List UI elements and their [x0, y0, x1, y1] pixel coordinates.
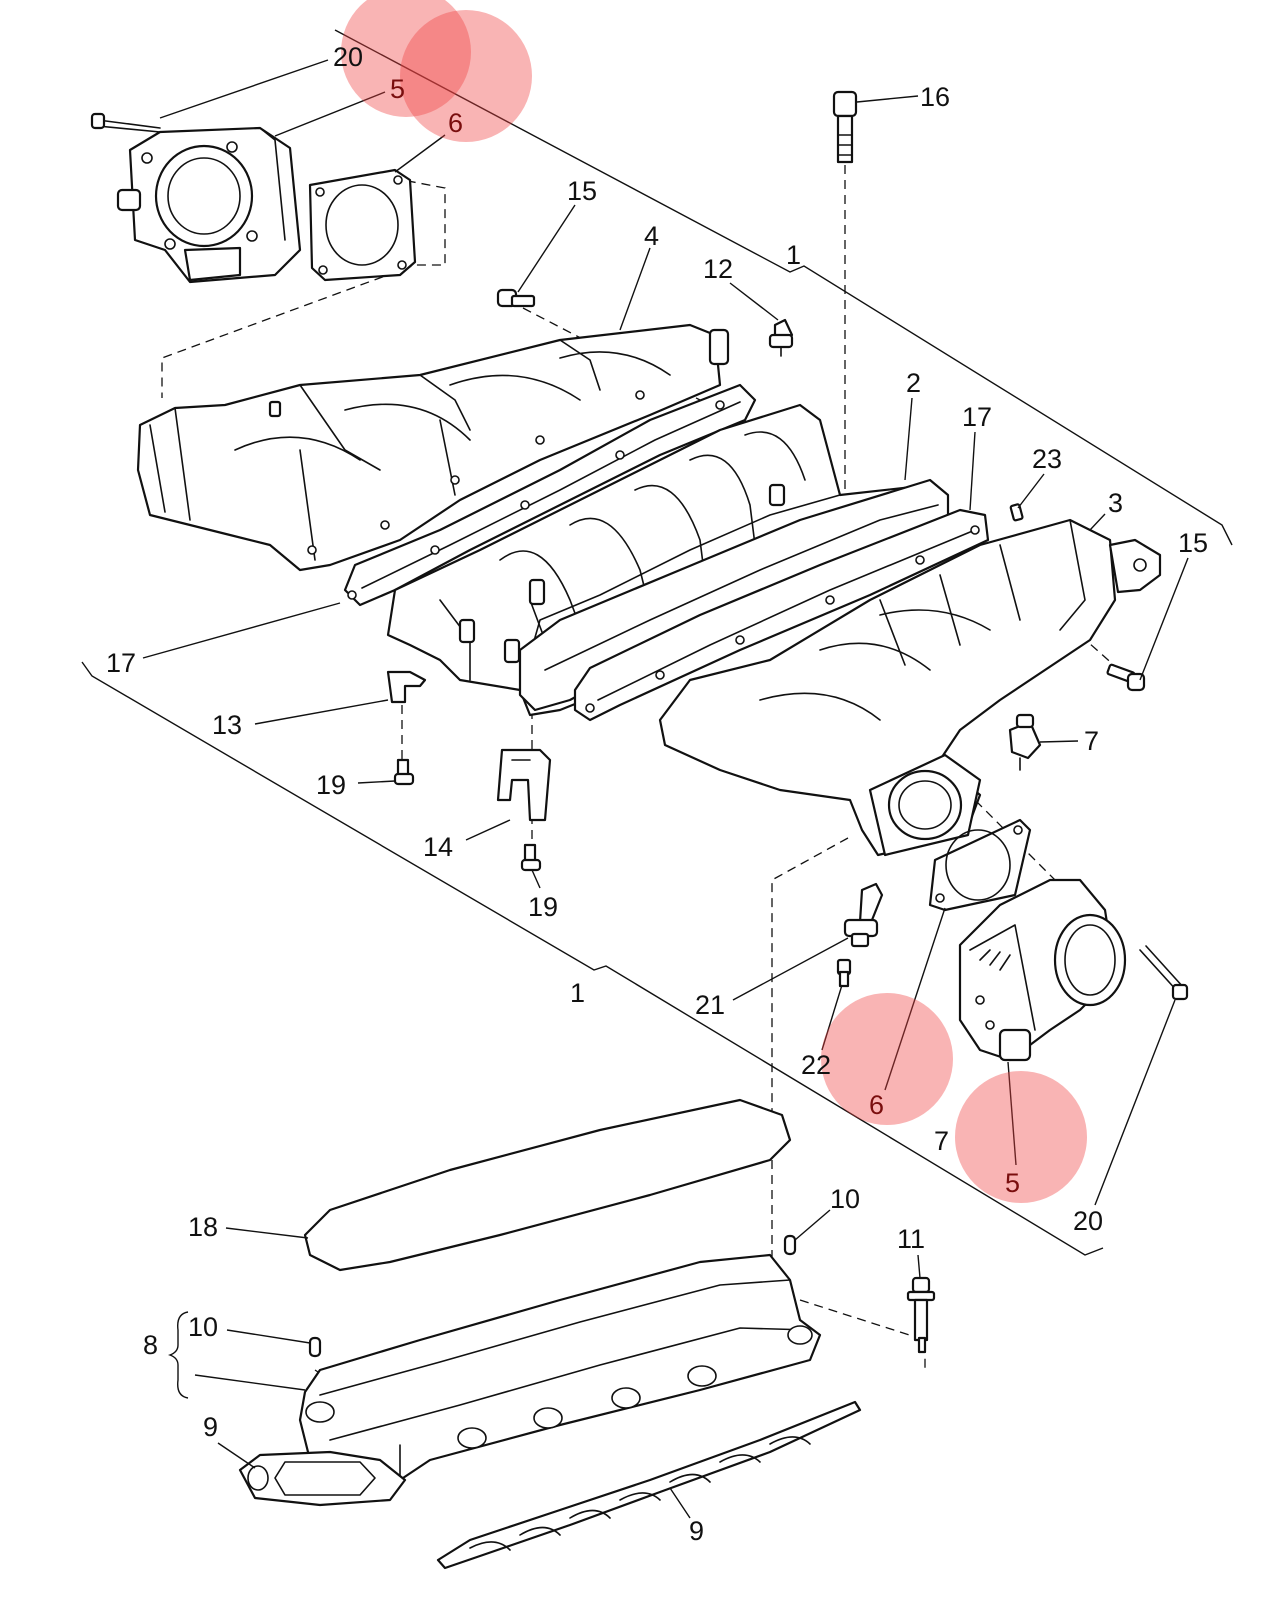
- bolt-19-a: [393, 758, 415, 786]
- callout-23: 23: [1032, 444, 1062, 474]
- bolt-16: [832, 90, 858, 164]
- callout-7-bottom: 7: [934, 1126, 949, 1156]
- callout-4: 4: [644, 221, 659, 251]
- leader-lines: [142, 59, 1189, 1519]
- callout-17-left: 17: [106, 648, 136, 678]
- callout-9-bottom: 9: [689, 1516, 704, 1546]
- assembly-outline: [81, 29, 1233, 1256]
- highlight-circles: [341, 0, 1087, 1203]
- sensor-12: [768, 318, 794, 357]
- callout-12: 12: [703, 254, 733, 284]
- dowel-10-left: [308, 1336, 322, 1358]
- bolt-19-b: [520, 843, 542, 872]
- callout-7-right: 7: [1084, 726, 1099, 756]
- callout-20-bottom: 20: [1073, 1206, 1103, 1236]
- callout-22: 22: [801, 1050, 831, 1080]
- bolt-15-right: [1106, 663, 1146, 692]
- callout-3: 3: [1108, 488, 1123, 518]
- callout-8: 8: [143, 1330, 158, 1360]
- upper-plenum: [136, 323, 730, 572]
- throttle-gasket-lower: [928, 818, 1032, 912]
- callout-16: 16: [920, 82, 950, 112]
- callout-10-left: 10: [188, 1312, 218, 1342]
- callout-15-upper: 15: [567, 176, 597, 206]
- bracket-14: [496, 748, 552, 822]
- middle-manifold: [386, 403, 947, 717]
- callout-15-right: 15: [1178, 528, 1208, 558]
- callout-17-right: 17: [962, 402, 992, 432]
- lower-plenum: [658, 518, 1162, 857]
- exhaust-side-gasket-9a: [238, 1450, 407, 1507]
- highlight-circle-5-top: [341, 0, 471, 117]
- callout-2: 2: [906, 368, 921, 398]
- highlight-circle-6-top: [400, 10, 532, 142]
- callout-5-top: 5: [390, 74, 405, 104]
- callout-1-bottom: 1: [570, 978, 585, 1008]
- callout-19-left: 19: [316, 770, 346, 800]
- bracket-13: [386, 670, 427, 704]
- throttle-body-upper: [90, 112, 302, 284]
- brace-8: [168, 1311, 189, 1399]
- stud-11: [906, 1276, 936, 1354]
- callout-6-top: 6: [448, 108, 463, 138]
- dowel-10-right: [783, 1234, 797, 1256]
- sensor-7: [1008, 713, 1042, 771]
- callout-18: 18: [188, 1212, 218, 1242]
- callout-11: 11: [897, 1224, 925, 1254]
- exhaust-side-gasket-9b: [436, 1400, 862, 1570]
- port-gasket-18: [303, 1098, 792, 1272]
- bolt-20-lower: [1139, 945, 1189, 1001]
- bolt-22: [836, 958, 852, 988]
- callout-14: 14: [423, 832, 453, 862]
- throttle-gasket-upper: [308, 168, 417, 282]
- callout-5-bottom: 5: [1005, 1168, 1020, 1198]
- callout-9-left: 9: [203, 1412, 218, 1442]
- callout-1-top: 1: [786, 240, 801, 270]
- callout-labels: 20 5 6 16 15 4 12 1 2 17 23 3 15 17 13 7…: [106, 42, 1208, 1546]
- bolt-15-upper: [496, 288, 536, 308]
- callout-6-bottom: 6: [869, 1090, 884, 1120]
- callout-20-top: 20: [333, 42, 363, 72]
- callout-10-right: 10: [830, 1184, 860, 1214]
- plenum-gasket-upper: [343, 383, 757, 607]
- callout-21: 21: [695, 990, 725, 1020]
- callout-13: 13: [212, 710, 242, 740]
- callout-19-bottom: 19: [528, 892, 558, 922]
- sensor-21: [843, 882, 884, 948]
- throttle-body-lower: [958, 878, 1127, 1062]
- highlight-circle-6-bottom: [821, 993, 953, 1125]
- highlight-circle-5-bottom: [955, 1071, 1087, 1203]
- manifold-flange-gaskets: [518, 478, 1024, 722]
